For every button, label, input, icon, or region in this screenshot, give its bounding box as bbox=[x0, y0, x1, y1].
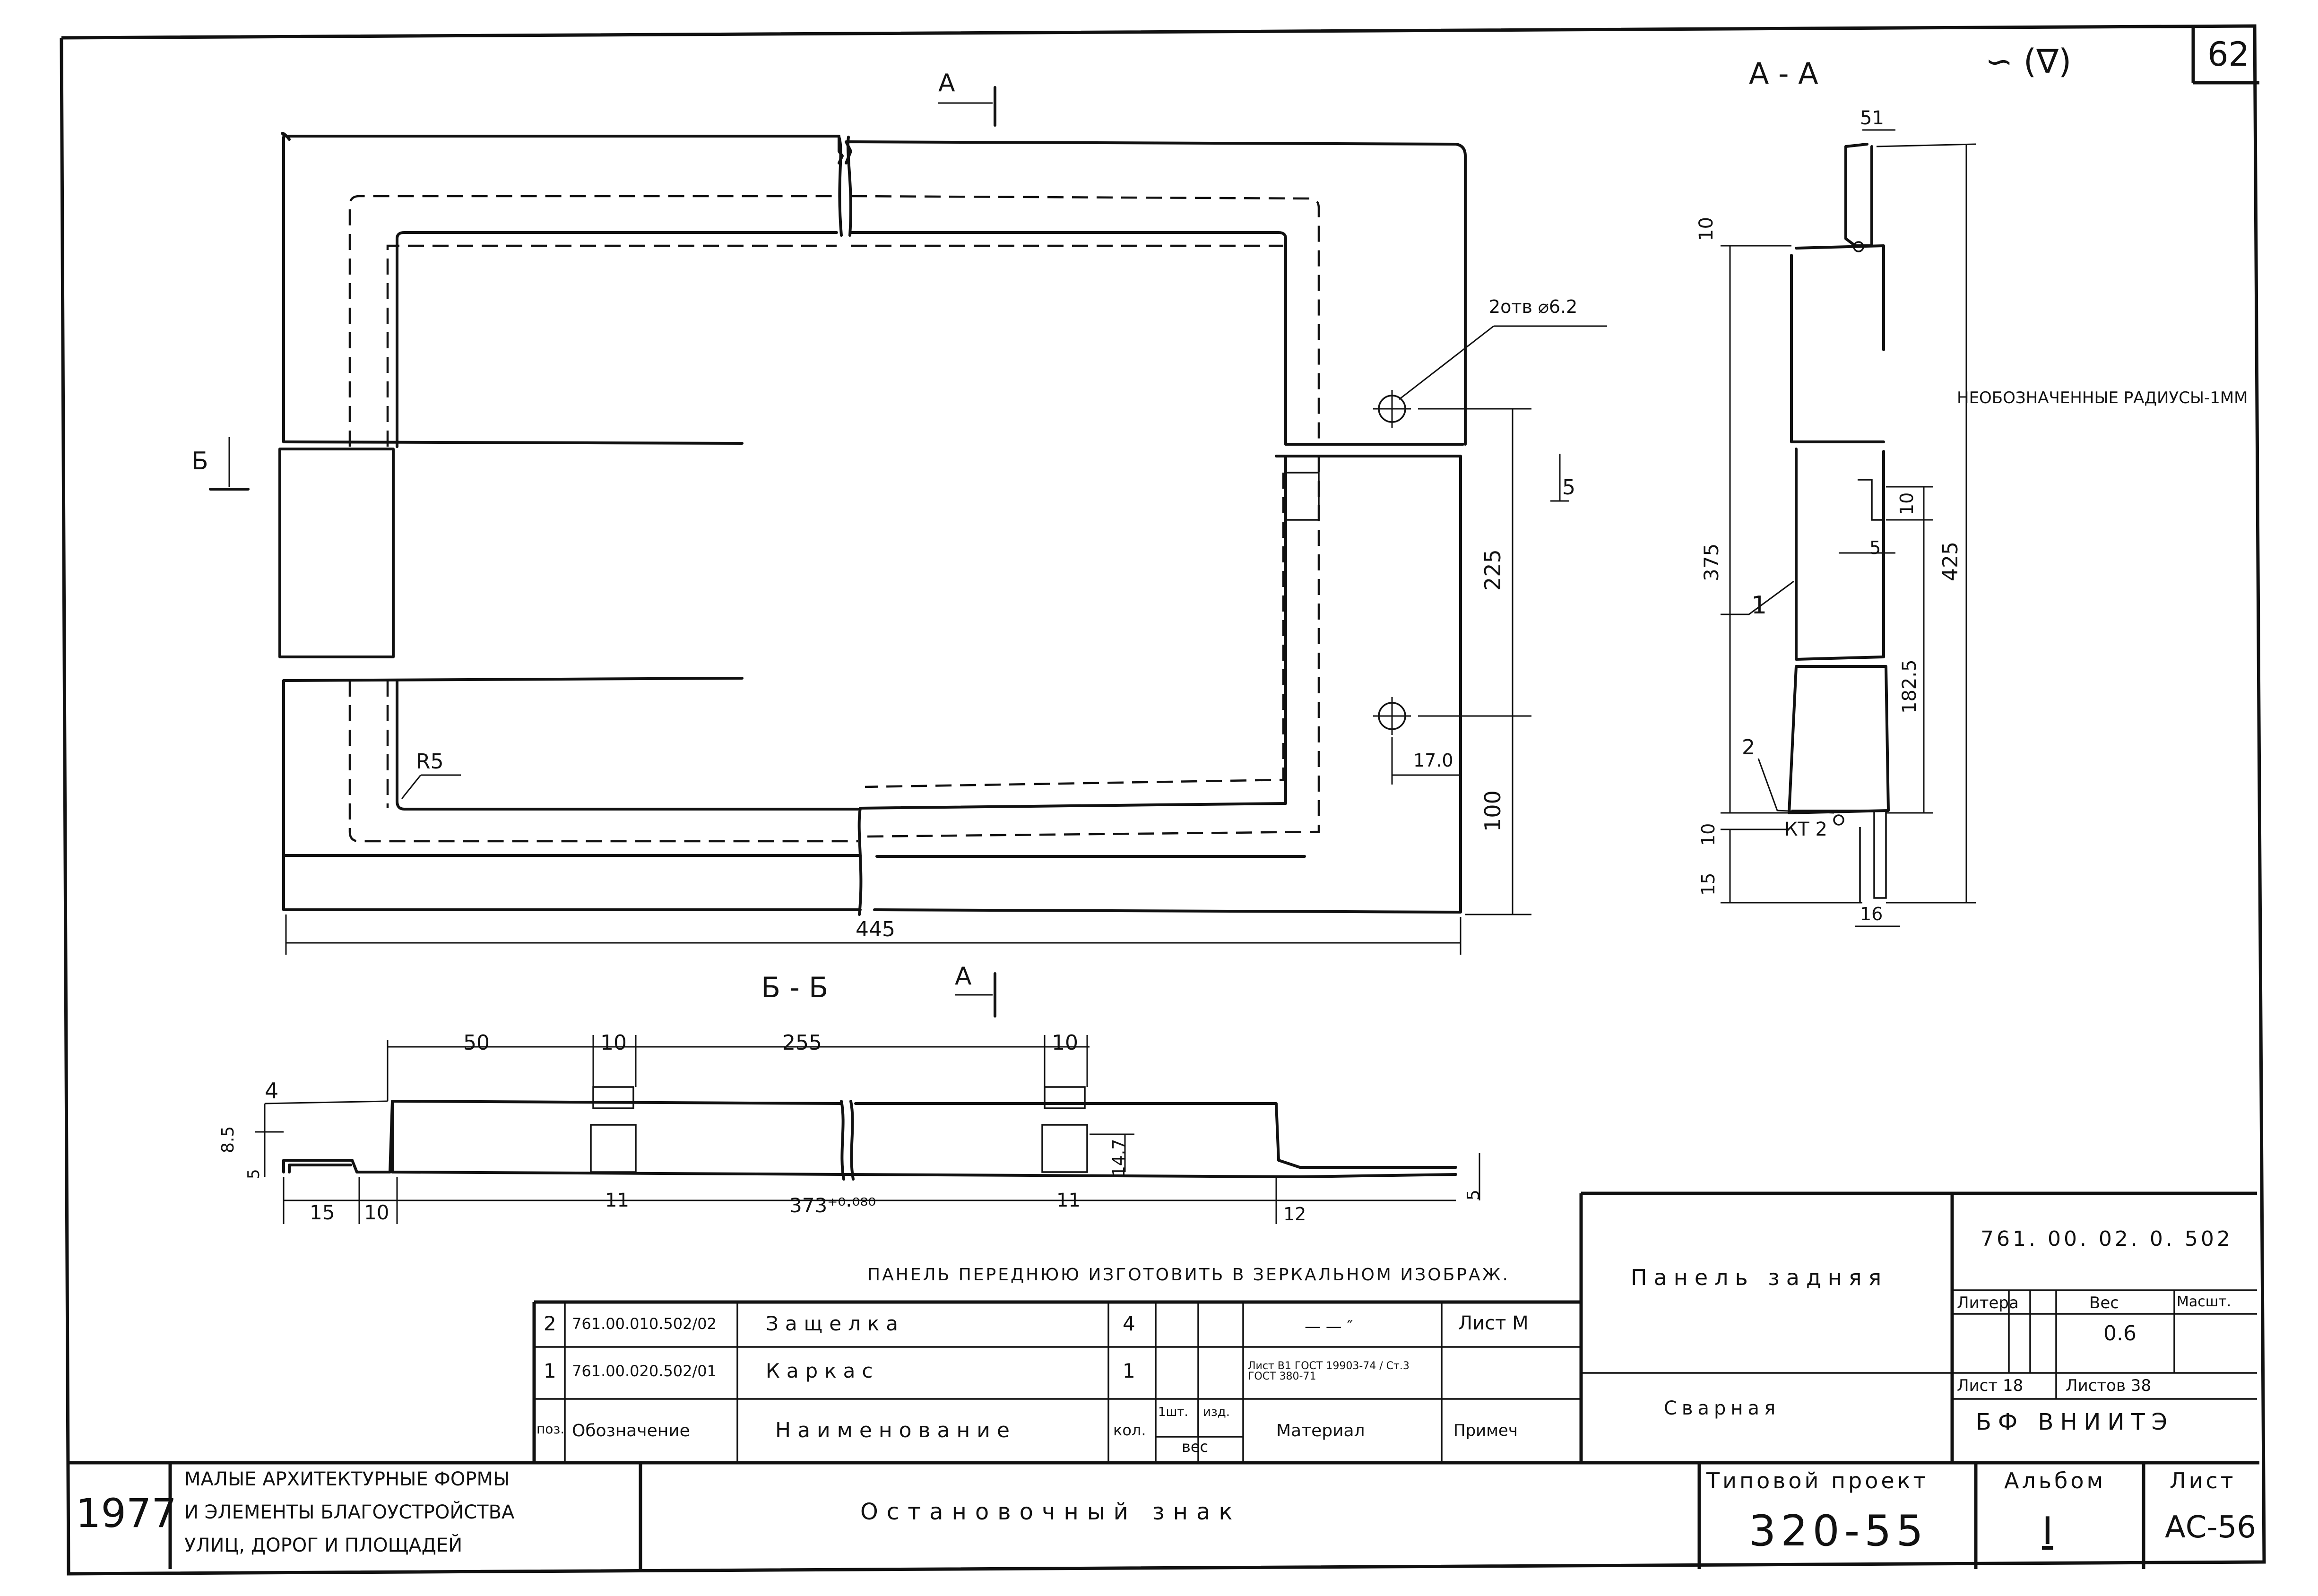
front-view bbox=[209, 86, 1607, 1018]
assembly-type: Сварная bbox=[1664, 1398, 1781, 1419]
dim-375: 375 bbox=[1700, 543, 1723, 581]
dim-10a: 10 bbox=[600, 1031, 627, 1055]
spec-row-2-designation: 761.00.010.502/02 bbox=[572, 1315, 717, 1333]
dim-14-7: 14.7 bbox=[1109, 1139, 1129, 1177]
dim-10-bottom: 10 bbox=[1698, 823, 1719, 846]
dim-17: 17.0 bbox=[1413, 750, 1453, 771]
spec-header-material: Материал bbox=[1276, 1421, 1365, 1441]
dim-425: 425 bbox=[1938, 542, 1963, 581]
leader-part-1: 1 bbox=[1751, 591, 1767, 620]
dim-5-left: 5 bbox=[244, 1169, 263, 1179]
dim-15-bottom: 15 bbox=[310, 1201, 335, 1224]
sheet-code: АС-56 bbox=[2165, 1510, 2256, 1545]
dim-10-top: 10 bbox=[1695, 217, 1717, 241]
dim-4: 4 bbox=[265, 1078, 279, 1104]
dim-51: 51 bbox=[1860, 107, 1884, 129]
spec-row-2-pos: 2 bbox=[544, 1312, 556, 1335]
title-block-grid bbox=[69, 1191, 2259, 1569]
drawing-title: Остановочный знак bbox=[860, 1499, 1241, 1525]
weight-value: 0.6 bbox=[2103, 1321, 2136, 1346]
dim-16: 16 bbox=[1860, 904, 1883, 924]
album-title-line-2: И ЭЛЕМЕНТЫ БЛАГОУСТРОЙСТВА bbox=[184, 1501, 515, 1523]
dim-10: 10 bbox=[1896, 492, 1917, 515]
dim-5-right-b: 5 bbox=[1464, 1190, 1483, 1200]
section-mark-b-right: 5 bbox=[1562, 475, 1575, 500]
spec-row-2-material: — — ″ bbox=[1305, 1317, 1353, 1336]
sheets-total-label: Листов 38 bbox=[2066, 1376, 2152, 1395]
album-title-line-1: МАЛЫЕ АРХИТЕКТУРНЫЕ ФОРМЫ bbox=[184, 1468, 510, 1490]
spec-row-1-pos: 1 bbox=[544, 1359, 556, 1382]
mirror-note: ПАНЕЛЬ ПЕРЕДНЮЮ ИЗГОТОВИТЬ В ЗЕРКАЛЬНОМ … bbox=[867, 1265, 1510, 1285]
weld-mark: КТ 2 bbox=[1784, 819, 1827, 840]
dim-12: 12 bbox=[1283, 1204, 1306, 1225]
section-b-b bbox=[255, 1035, 1480, 1224]
section-a-a bbox=[1721, 129, 1976, 927]
dim-100: 100 bbox=[1480, 790, 1505, 832]
dim-15: 15 bbox=[1698, 872, 1719, 896]
section-mark-a-top: А bbox=[938, 69, 955, 97]
spec-header-note: Примеч bbox=[1453, 1421, 1518, 1440]
spec-row-2-note: Лист М bbox=[1458, 1312, 1529, 1334]
spec-header-mass-unit: 1шт. bbox=[1158, 1405, 1188, 1419]
weight-label: Вес bbox=[2089, 1294, 2119, 1312]
roughness-mark: ∽ (∇) bbox=[1985, 42, 2072, 81]
spec-header-mass-prod: изд. bbox=[1203, 1405, 1230, 1419]
spec-row-1-qty: 1 bbox=[1123, 1359, 1135, 1382]
sheet-number-label: Лист 18 bbox=[1957, 1376, 2024, 1395]
sheet-frame bbox=[60, 24, 2266, 1576]
dim-225: 225 bbox=[1480, 549, 1505, 591]
spec-header-pos: поз. bbox=[536, 1421, 565, 1437]
section-mark-b-left: Б bbox=[191, 447, 208, 475]
leader-part-2: 2 bbox=[1742, 735, 1755, 759]
dim-255: 255 bbox=[782, 1031, 822, 1055]
dim-445: 445 bbox=[856, 917, 895, 941]
spec-header-designation: Обозначение bbox=[572, 1421, 690, 1441]
spec-row-1-designation: 761.00.020.502/01 bbox=[572, 1362, 717, 1380]
part-name: Панель задняя bbox=[1631, 1265, 1888, 1290]
dim-10b: 10 bbox=[1052, 1031, 1078, 1055]
section-b-b-label: Б - Б bbox=[761, 971, 829, 1004]
radius-r5: R5 bbox=[416, 750, 444, 774]
spec-header-qty: кол. bbox=[1113, 1421, 1146, 1439]
spec-header-name: Наименование bbox=[775, 1418, 1016, 1442]
project-number: 320-55 bbox=[1749, 1506, 1928, 1556]
album-label: Альбом bbox=[2004, 1468, 2106, 1493]
year: 1977 bbox=[76, 1490, 177, 1536]
organization: БФ ВНИИТЭ bbox=[1976, 1409, 2174, 1435]
radii-note: НЕОБОЗНАЧЕННЫЕ РАДИУСЫ-1ММ bbox=[1957, 388, 2248, 407]
spec-row-2-qty: 4 bbox=[1123, 1312, 1135, 1335]
dim-5-right: 5 bbox=[1869, 537, 1881, 558]
scale-label: Масшт. bbox=[2177, 1294, 2232, 1310]
spec-row-2-name: Защелка bbox=[766, 1312, 905, 1335]
spec-row-1-name: Каркас bbox=[766, 1359, 880, 1382]
album-number: I bbox=[2042, 1509, 2053, 1553]
dim-11a: 11 bbox=[605, 1190, 629, 1211]
holes-note: 2отв ⌀6.2 bbox=[1489, 296, 1578, 317]
litera-label: Литера bbox=[1957, 1294, 2019, 1312]
dim-11b: 11 bbox=[1056, 1190, 1081, 1211]
section-mark-a-bottom: А bbox=[955, 962, 972, 991]
sheet-column-label: Лист bbox=[2170, 1468, 2236, 1493]
doc-code: 761. 00. 02. 0. 502 bbox=[1981, 1227, 2233, 1251]
page-number: 62 bbox=[2207, 35, 2250, 74]
album-title-line-3: УЛИЦ, ДОРОГ И ПЛОЩАДЕЙ bbox=[184, 1535, 463, 1556]
dim-8-5: 8.5 bbox=[218, 1126, 238, 1153]
dim-373: 373⁺⁰·⁰⁸⁰ bbox=[789, 1194, 876, 1217]
spec-header-mass: вес bbox=[1182, 1438, 1209, 1456]
spec-row-1-material: Лист B1 ГОСТ 19903-74 / Ст.3 ГОСТ 380-71 bbox=[1248, 1360, 1410, 1382]
section-a-a-label: A - A bbox=[1749, 56, 1818, 91]
dim-10c: 10 bbox=[364, 1201, 389, 1224]
dim-182-5: 182.5 bbox=[1899, 659, 1920, 714]
project-label: Типовой проект bbox=[1706, 1468, 1929, 1493]
dim-50: 50 bbox=[463, 1031, 490, 1055]
